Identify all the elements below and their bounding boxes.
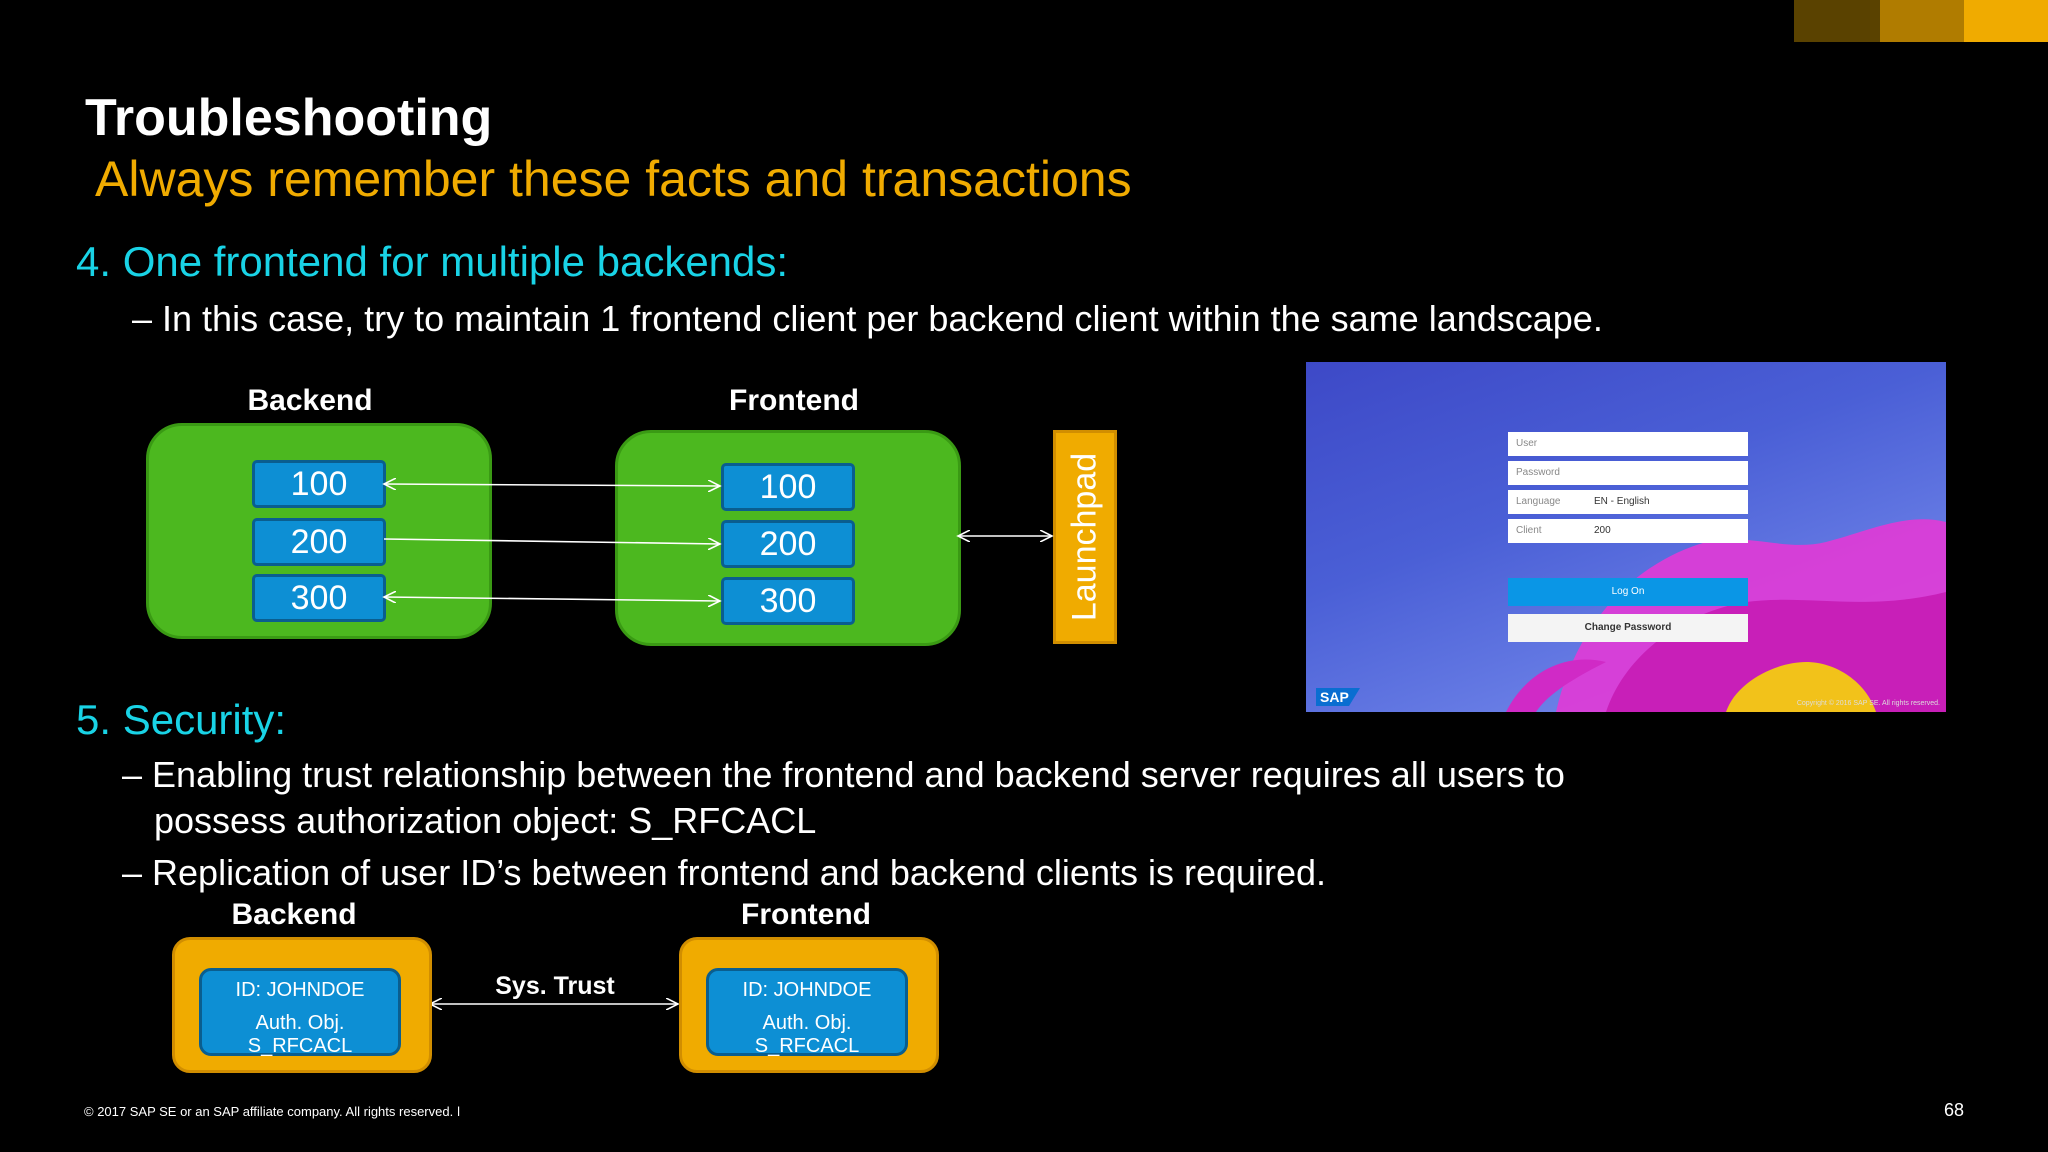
section5-heading: 5. Security: — [76, 696, 287, 743]
client-input[interactable]: Client 200 — [1508, 519, 1748, 543]
section5-bullet1-line1: Enabling trust relationship between the … — [152, 754, 1565, 795]
dash: – — [132, 298, 163, 339]
section5-bullet1: – Enabling trust relationship between th… — [122, 752, 1565, 798]
frontend-auth-line2: S_RFCACL — [754, 1035, 860, 1057]
language-label: Language — [1516, 496, 1561, 507]
backend-client-300: 300 — [252, 574, 386, 622]
section4-bullet: – In this case, try to maintain 1 fronte… — [132, 296, 1603, 342]
backend-auth-line2: S_RFCACL — [247, 1035, 353, 1057]
section5-bullet2-text: Replication of user ID’s between fronten… — [152, 852, 1327, 893]
diagram1-frontend-label: Frontend — [729, 384, 859, 417]
backend-auth-line1: Auth. Obj. — [255, 1012, 345, 1034]
client-label: Client — [1516, 525, 1542, 536]
arrow-100 — [384, 484, 720, 486]
brand-bar-dark — [1794, 0, 1880, 42]
frontend-auth-line1: Auth. Obj. — [762, 1012, 852, 1034]
page-number: 68 — [1943, 1100, 1964, 1120]
frontend-client-100: 100 — [721, 463, 855, 511]
diagram1-backend-label: Backend — [247, 384, 373, 417]
section5-bullet2: – Replication of user ID’s between front… — [122, 850, 1326, 896]
section4-heading: 4. One frontend for multiple backends: — [76, 238, 789, 285]
client-value: 200 — [1594, 525, 1611, 536]
sys-trust-label: Sys. Trust — [495, 972, 615, 1000]
brand-bar-light — [1964, 0, 2048, 42]
language-value: EN - English — [1594, 496, 1650, 507]
dash: – — [122, 754, 153, 795]
backend-user-id: ID: JOHNDOE — [235, 979, 365, 1001]
sap-logo: SAP — [1316, 688, 1360, 706]
section4-bullet-text: In this case, try to maintain 1 frontend… — [162, 298, 1603, 339]
dash: – — [122, 852, 153, 893]
login-screenshot: User Password Language EN - English Clie… — [1306, 362, 1946, 712]
backend-user-card: ID: JOHNDOE Auth. Obj. S_RFCACL — [199, 968, 401, 1057]
page-title: Troubleshooting — [85, 89, 493, 147]
diagram2-frontend-label: Frontend — [741, 898, 871, 931]
user-placeholder: User — [1516, 438, 1538, 449]
diagram2-backend-label: Backend — [231, 898, 357, 931]
launchpad-box: Launchpad — [1053, 430, 1117, 644]
frontend-trust-box: ID: JOHNDOE Auth. Obj. S_RFCACL — [679, 937, 939, 1073]
login-copyright: Copyright © 2016 SAP SE. All rights rese… — [1796, 700, 1940, 707]
password-placeholder: Password — [1516, 467, 1560, 478]
frontend-client-300: 300 — [721, 577, 855, 625]
brand-bar-mid — [1880, 0, 1964, 42]
arrow-300 — [384, 597, 720, 601]
change-password-button[interactable]: Change Password — [1508, 614, 1748, 642]
frontend-user-id: ID: JOHNDOE — [742, 979, 872, 1001]
frontend-client-200: 200 — [721, 520, 855, 568]
page-subtitle: Always remember these facts and transact… — [95, 151, 1132, 207]
section5-bullet1-line2: possess authorization object: S_RFCACL — [154, 800, 817, 841]
footer-copyright: © 2017 SAP SE or an SAP affiliate compan… — [84, 1104, 461, 1119]
language-select[interactable]: Language EN - English — [1508, 490, 1748, 514]
user-input[interactable]: User — [1508, 432, 1748, 456]
arrow-200 — [383, 539, 720, 544]
log-on-button[interactable]: Log On — [1508, 578, 1748, 606]
backend-client-200: 200 — [252, 518, 386, 566]
frontend-user-card: ID: JOHNDOE Auth. Obj. S_RFCACL — [706, 968, 908, 1057]
password-input[interactable]: Password — [1508, 461, 1748, 485]
backend-trust-box: ID: JOHNDOE Auth. Obj. S_RFCACL — [172, 937, 432, 1073]
